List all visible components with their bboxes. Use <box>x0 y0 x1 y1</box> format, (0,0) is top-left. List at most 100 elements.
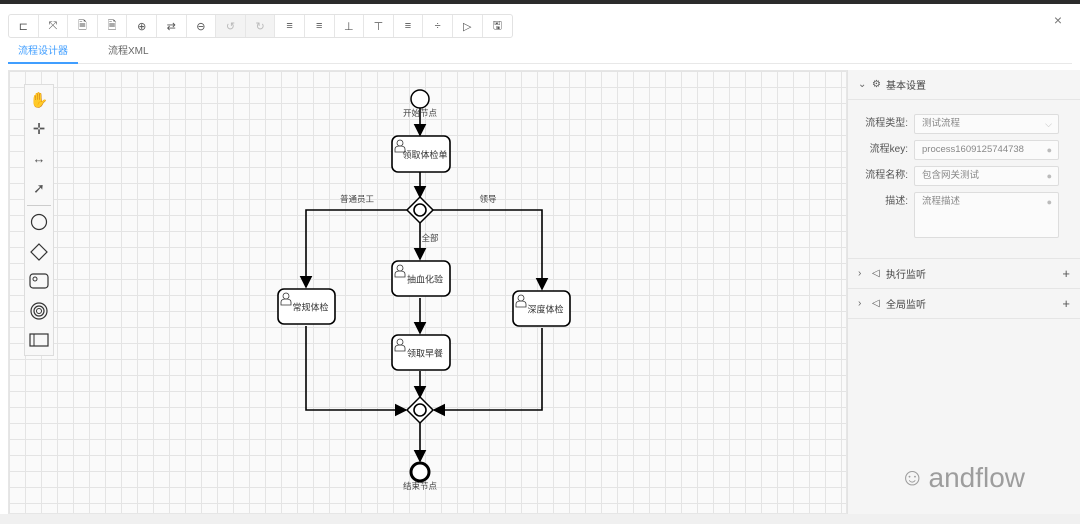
undo-button[interactable]: ↺ <box>216 15 246 37</box>
tool-palette: ✋ ✛ ↔ ➚ <box>24 84 54 356</box>
section-title: 全局监听 <box>886 300 926 311</box>
align-left-button[interactable]: ≡ <box>275 15 305 37</box>
undo-icon: ↺ <box>225 20 236 33</box>
clear-icon[interactable]: ● <box>1046 171 1052 181</box>
user-icon <box>280 292 292 306</box>
save-button[interactable]: 🖫 <box>483 15 513 37</box>
preview-button[interactable]: ▷ <box>453 15 483 37</box>
distribute-button[interactable]: ÷ <box>423 15 453 37</box>
gear-icon: ⚙ <box>872 79 881 90</box>
user-icon <box>394 139 406 153</box>
align-bottom-button[interactable]: ⊥ <box>335 15 365 37</box>
fit-viewport-button[interactable]: ⤧ <box>39 15 69 37</box>
section-exec-listener[interactable]: ›◁执行监听+ <box>848 259 1080 289</box>
align-right-button[interactable]: ≡ <box>305 15 335 37</box>
user-icon <box>515 294 527 308</box>
task-label: 领取体检单 <box>402 149 447 160</box>
end-event[interactable] <box>409 461 431 483</box>
align-top-button[interactable]: ⊤ <box>364 15 394 37</box>
user-task-t4[interactable]: 深度体检 <box>512 290 571 327</box>
flow-right <box>432 209 549 291</box>
wechat-icon: ☺ <box>900 464 925 491</box>
redo-button[interactable]: ↻ <box>245 15 276 37</box>
field-label: 流程key: <box>869 144 908 155</box>
chevron-right-icon: › <box>858 298 862 309</box>
inclusive-gateway-join[interactable] <box>405 395 435 425</box>
user-task-t3[interactable]: 常规体检 <box>277 288 336 325</box>
download-xml-button[interactable]: 🗎 <box>68 15 98 37</box>
properties-panel: ⌄ ⚙ 基本设置 流程类型: 测试流程 ⌵ 流程key: process160912574… <box>847 70 1080 524</box>
user-icon <box>394 338 406 352</box>
chevron-down-icon: ⌄ <box>858 79 867 90</box>
user-task-icon[interactable] <box>24 267 54 296</box>
distribute-icon: ÷ <box>434 20 441 32</box>
field-label: 流程类型: <box>865 118 908 129</box>
flow-t3-join <box>305 326 408 417</box>
save-icon: 🖫 <box>492 19 502 32</box>
user-task-t2[interactable]: 抽血化验 <box>391 260 451 297</box>
toolbar: ⊏ ⤧ 🗎 🗎 ⊕ ⇄ ⊖ ↺ ↻ ≡ ≡ ⊥ ⊤ ≡ ÷ ▷ 🖫 <box>8 14 514 38</box>
chevron-down-icon: ⌵ <box>1045 119 1052 129</box>
flow-label-left: 普通员工 <box>340 194 375 204</box>
preview-icon: ▷ <box>462 20 472 33</box>
open-file-button[interactable]: ⊏ <box>9 15 39 37</box>
user-task-t1[interactable]: 领取体检单 <box>391 135 451 173</box>
add-icon[interactable]: + <box>1062 296 1070 311</box>
section-title: 基本设置 <box>886 81 926 92</box>
space-tool-icon[interactable]: ↔ <box>32 151 46 167</box>
start-event[interactable] <box>410 89 430 109</box>
close-button[interactable]: × <box>1053 12 1062 28</box>
window-top-bar <box>0 0 1080 4</box>
flow-label-right: 领导 <box>479 194 497 204</box>
input-value: 流程描述 <box>922 196 961 207</box>
process-type-select[interactable]: 测试流程 ⌵ <box>914 114 1059 134</box>
clear-icon[interactable]: ● <box>1046 197 1052 207</box>
hand-tool-icon[interactable]: ✋ <box>29 91 49 109</box>
redo-icon: ↻ <box>255 20 265 33</box>
download-svg-button[interactable]: 🗎 <box>98 15 128 37</box>
user-task-t5[interactable]: 领取早餐 <box>391 334 451 371</box>
gateway-icon[interactable] <box>24 237 54 266</box>
select-value: 测试流程 <box>922 118 961 129</box>
inclusive-gateway-split[interactable] <box>405 195 435 225</box>
field-label: 流程名称: <box>865 170 908 181</box>
user-icon <box>394 264 406 278</box>
task-label: 抽血化验 <box>407 274 443 285</box>
description-textarea[interactable]: 流程描述 ● <box>914 192 1059 238</box>
reset-zoom-button[interactable]: ⇄ <box>157 15 187 37</box>
section-title: 执行监听 <box>886 270 926 281</box>
process-name-input[interactable]: 包含网关测试● <box>914 166 1059 186</box>
zoom-in-button[interactable]: ⊕ <box>127 15 157 37</box>
section-basic-settings[interactable]: ⌄ ⚙ 基本设置 <box>848 70 1080 100</box>
megaphone-icon: ◁ <box>872 268 880 279</box>
tab-designer[interactable]: 流程设计器 <box>8 44 78 64</box>
align-bottom-icon: ⊥ <box>344 20 354 33</box>
subprocess-icon[interactable] <box>24 296 54 325</box>
align-middle-icon: ≡ <box>404 20 412 32</box>
align-middle-button[interactable]: ≡ <box>394 15 424 37</box>
zoom-out-button[interactable]: ⊖ <box>187 15 217 37</box>
add-icon[interactable]: + <box>1062 266 1070 281</box>
start-label: 开始节点 <box>403 108 438 118</box>
watermark: ☺andflow <box>900 462 1025 494</box>
speaker-icon: ◁ <box>872 298 880 309</box>
connect-tool-icon[interactable]: ➚ <box>33 179 45 196</box>
tab-xml[interactable]: 流程XML <box>108 46 149 57</box>
lasso-tool-icon[interactable]: ✛ <box>32 121 46 139</box>
download-svg-icon: 🗎 <box>107 19 117 32</box>
tab-bar: 流程设计器 流程XML <box>8 44 1072 64</box>
align-left-icon: ≡ <box>286 20 293 32</box>
flow-label-middle: 全部 <box>421 233 439 243</box>
start-event-icon[interactable] <box>24 208 54 237</box>
flow-left <box>299 209 408 289</box>
clear-icon[interactable]: ● <box>1046 145 1052 155</box>
fit-viewport-icon: ⤧ <box>48 19 58 32</box>
process-key-input[interactable]: process1609125744738 ● <box>914 140 1059 160</box>
section-global-listener[interactable]: › ◁ 全局监听 + <box>848 289 1080 319</box>
input-value: process1609125744738 <box>922 144 1024 155</box>
align-right-icon: ≡ <box>316 20 323 32</box>
reset-zoom-icon: ⇄ <box>166 20 176 33</box>
align-top-icon: ⊤ <box>373 20 384 33</box>
pool-icon[interactable] <box>24 326 54 355</box>
